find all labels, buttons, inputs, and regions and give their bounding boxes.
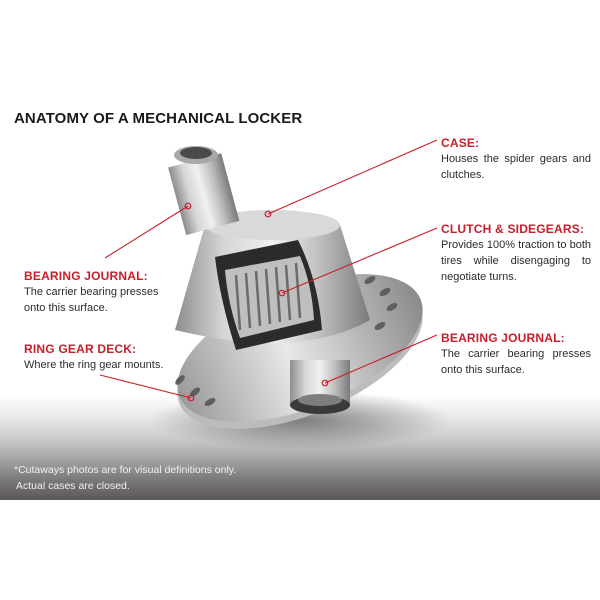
- callout-text: The carrier bearing presses onto this su…: [441, 348, 591, 376]
- callout-text: Where the ring gear mounts.: [24, 359, 164, 371]
- footnote-line-1: *Cutaways photos are for visual definiti…: [14, 464, 237, 476]
- callout-heading: RING GEAR DECK:: [24, 342, 137, 356]
- cutaway-window: [215, 240, 322, 350]
- callout-bearing-journal-right: BEARING JOURNAL: The carrier bearing pre…: [441, 330, 591, 378]
- callout-case: CASE: Houses the spider gears and clutch…: [441, 135, 591, 183]
- callout-heading: CASE:: [441, 136, 480, 150]
- footnote: *Cutaways photos are for visual definiti…: [14, 462, 236, 494]
- callout-bearing-journal-left: BEARING JOURNAL: The carrier bearing pre…: [24, 268, 174, 316]
- callout-heading: BEARING JOURNAL:: [24, 269, 148, 283]
- footnote-line-2: Actual cases are closed.: [16, 480, 130, 492]
- callout-ring-gear-deck: RING GEAR DECK: Where the ring gear moun…: [24, 341, 184, 373]
- callout-clutch-sidegears: CLUTCH & SIDEGEARS: Provides 100% tracti…: [441, 221, 591, 285]
- bottom-journal: [290, 360, 350, 414]
- callout-text: Houses the spider gears and clutches.: [441, 153, 591, 181]
- callout-text: Provides 100% traction to both tires whi…: [441, 239, 591, 283]
- callout-text: The carrier bearing presses onto this su…: [24, 286, 159, 314]
- callout-heading: BEARING JOURNAL:: [441, 331, 565, 345]
- top-journal: [168, 146, 240, 236]
- page-title: ANATOMY OF A MECHANICAL LOCKER: [14, 110, 303, 127]
- callout-heading: CLUTCH & SIDEGEARS:: [441, 222, 585, 236]
- leader-lines: [99, 139, 438, 402]
